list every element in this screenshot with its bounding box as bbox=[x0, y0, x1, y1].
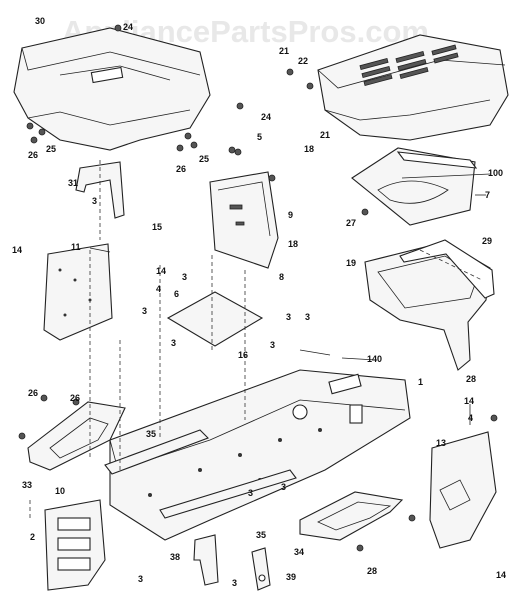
part-11-left-plate bbox=[43, 243, 113, 341]
callout-22: 22 bbox=[298, 56, 308, 66]
callout-2: 2 bbox=[30, 532, 35, 542]
leader-lines bbox=[29, 160, 491, 520]
callout-28b: 28 bbox=[367, 566, 377, 576]
callout-33: 33 bbox=[22, 480, 32, 490]
callout-26d: 26 bbox=[70, 393, 80, 403]
callout-6: 6 bbox=[174, 289, 179, 299]
callout-38: 38 bbox=[170, 552, 180, 562]
part-33-footrest-left bbox=[27, 401, 126, 471]
callout-3e: 3 bbox=[171, 338, 176, 348]
callout-35: 35 bbox=[146, 429, 156, 439]
callout-18b: 18 bbox=[288, 239, 298, 249]
callout-27: 27 bbox=[346, 218, 356, 228]
callout-3g: 3 bbox=[232, 578, 237, 588]
callout-16: 16 bbox=[238, 350, 248, 360]
callout-26c: 26 bbox=[28, 388, 38, 398]
part-35-rails bbox=[104, 429, 297, 519]
part-38-bracket bbox=[193, 534, 219, 586]
callout-26b: 26 bbox=[176, 164, 186, 174]
callout-30: 30 bbox=[35, 16, 45, 26]
callout-3j: 3 bbox=[281, 482, 286, 492]
callout-3c: 3 bbox=[142, 306, 147, 316]
callout-14b: 14 bbox=[156, 266, 166, 276]
callout-14c: 14 bbox=[464, 396, 474, 406]
part-2-front-plate bbox=[44, 499, 106, 591]
part-34-footrest-right bbox=[299, 491, 404, 541]
callout-26: 26 bbox=[28, 150, 38, 160]
callout-18: 18 bbox=[304, 144, 314, 154]
callout-28: 28 bbox=[466, 374, 476, 384]
callout-14: 14 bbox=[12, 245, 22, 255]
part-7-plate bbox=[351, 147, 478, 226]
callout-3d: 3 bbox=[286, 312, 291, 322]
callout-21b: 21 bbox=[320, 130, 330, 140]
callout-21: 21 bbox=[279, 46, 289, 56]
part-13-right-plate bbox=[429, 431, 497, 549]
callout-1: 1 bbox=[418, 377, 423, 387]
callout-34: 34 bbox=[294, 547, 304, 557]
callout-8: 8 bbox=[279, 272, 284, 282]
callout-3i: 3 bbox=[248, 488, 253, 498]
callout-labels: 30 24 21 22 21 18 5 26 25 24 26 25 31 3 … bbox=[12, 16, 506, 588]
callout-10: 10 bbox=[55, 486, 65, 496]
callout-4b: 4 bbox=[468, 413, 473, 423]
callout-3k: 3 bbox=[305, 312, 310, 322]
callout-15: 15 bbox=[152, 222, 162, 232]
part-hood-cover-right bbox=[317, 34, 509, 141]
callout-100: 100 bbox=[488, 168, 503, 178]
callout-3h: 3 bbox=[138, 574, 143, 584]
callout-3f: 3 bbox=[270, 340, 275, 350]
callout-25: 25 bbox=[46, 144, 56, 154]
part-29-grille bbox=[399, 239, 495, 299]
callout-29: 29 bbox=[482, 236, 492, 246]
callout-25b: 25 bbox=[199, 154, 209, 164]
part-6-plate bbox=[166, 291, 264, 347]
callout-39: 39 bbox=[286, 572, 296, 582]
callout-24: 24 bbox=[123, 22, 133, 32]
callout-140: 140 bbox=[367, 354, 382, 364]
callout-11: 11 bbox=[71, 242, 81, 252]
callout-3: 3 bbox=[92, 196, 97, 206]
fasteners bbox=[18, 24, 498, 552]
callout-19: 19 bbox=[346, 258, 356, 268]
callout-3b: 3 bbox=[182, 272, 187, 282]
callout-4: 4 bbox=[156, 284, 161, 294]
part-1-main-frame bbox=[109, 369, 411, 541]
part-31-bracket bbox=[75, 161, 125, 219]
callout-35b: 35 bbox=[256, 530, 266, 540]
part-39-bracket bbox=[251, 547, 271, 591]
callout-5: 5 bbox=[257, 132, 262, 142]
callout-31: 31 bbox=[68, 178, 78, 188]
part-30-hood-panel bbox=[13, 27, 211, 151]
callout-13: 13 bbox=[436, 438, 446, 448]
callout-9: 9 bbox=[288, 210, 293, 220]
callout-7: 7 bbox=[485, 190, 490, 200]
callout-14d: 14 bbox=[496, 570, 506, 580]
part-9-dash-bracket bbox=[209, 171, 279, 269]
callout-24b: 24 bbox=[261, 112, 271, 122]
